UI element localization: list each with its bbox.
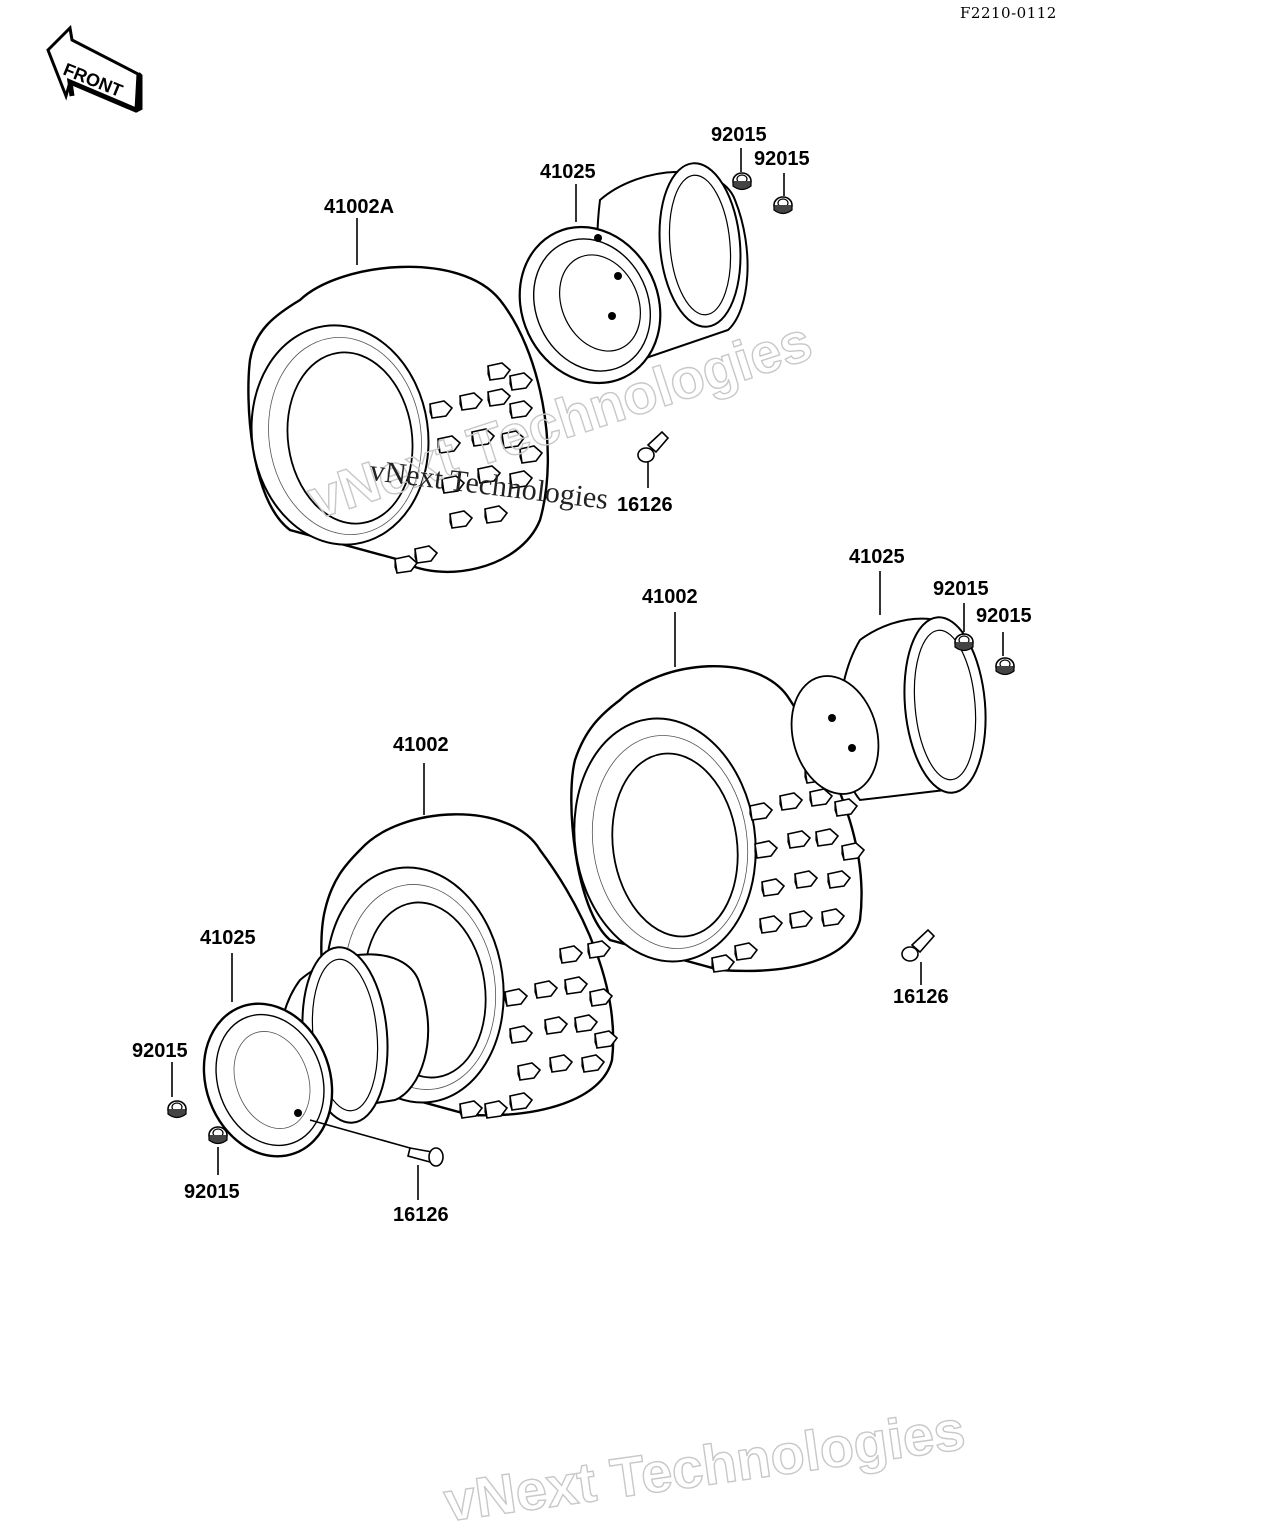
- bot-nut-2-icon: [208, 1126, 228, 1145]
- mid-wheel-rim: [790, 616, 987, 802]
- callout-bot-valve: 16126: [393, 1204, 449, 1226]
- bot-wheel-rim: [202, 946, 430, 1158]
- callout-bot-wheel: 41025: [200, 927, 256, 949]
- mid-valve-stem-icon: [901, 928, 936, 962]
- top-valve-stem-icon: [637, 430, 670, 463]
- callout-bot-tire: 41002: [393, 734, 449, 756]
- callout-top-wheel: 41025: [540, 161, 596, 183]
- callout-top-nut-2: 92015: [754, 148, 810, 170]
- figure-code: F2210-0112: [960, 4, 1057, 22]
- callout-bot-nut-2: 92015: [184, 1181, 240, 1203]
- top-nut-1-icon: [732, 172, 752, 191]
- mid-tire: [570, 664, 865, 973]
- callout-bot-nut-1: 92015: [132, 1040, 188, 1062]
- top-leader-lines: [356, 148, 785, 488]
- top-tire: [247, 265, 550, 574]
- callout-mid-nut-2: 92015: [976, 605, 1032, 627]
- callout-top-nut-1: 92015: [711, 124, 767, 146]
- bot-nut-1-icon: [167, 1100, 187, 1119]
- callout-mid-nut-1: 92015: [933, 578, 989, 600]
- callout-top-valve: 16126: [617, 494, 673, 516]
- bot-valve-stem-icon: [407, 1147, 444, 1167]
- callout-top-tire: 41002A: [324, 196, 395, 218]
- callout-mid-valve: 16126: [893, 986, 949, 1008]
- top-nut-2-icon: [773, 196, 793, 215]
- mid-leader-lines: [674, 571, 1004, 985]
- top-wheel-rim: [518, 162, 749, 385]
- mid-nut-2-icon: [995, 657, 1015, 676]
- bot-leader-lines: [171, 763, 425, 1200]
- callout-mid-wheel: 41025: [849, 546, 905, 568]
- callout-mid-tire: 41002: [642, 586, 698, 608]
- front-arrow-icon: FRONT: [46, 24, 143, 113]
- mid-nut-1-icon: [954, 633, 974, 652]
